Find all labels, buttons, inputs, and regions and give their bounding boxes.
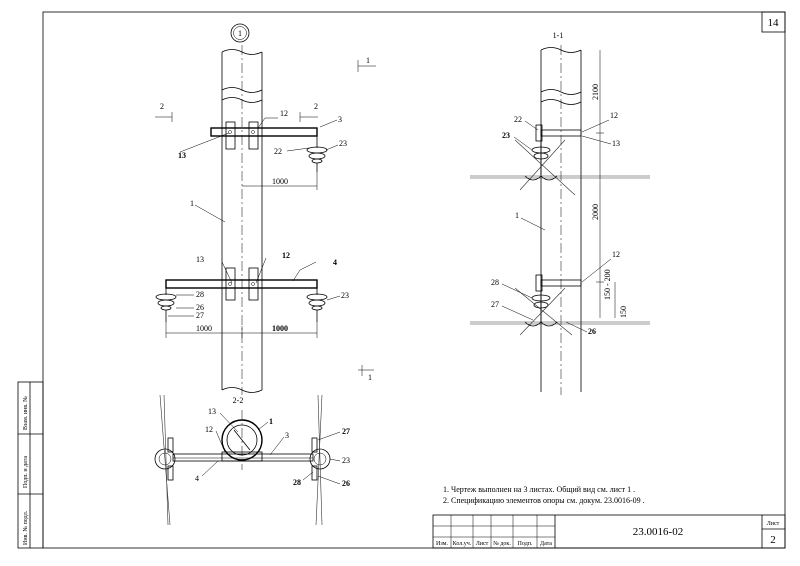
callout-27-side: 27 [491,300,499,309]
front-view: 1 1000 2 2 1 12 [155,23,376,395]
cut-label-1-bot: 1 [368,373,372,382]
tb-code: 23.0016-02 [633,526,683,538]
dim-150: 150 [619,306,628,318]
cut-label-2-left: 2 [160,102,164,111]
callout-3: 3 [338,115,342,124]
side-stamp-inv-orig: Инв. № подл. [23,510,29,545]
callout-1-front: 1 [190,199,194,208]
callout-12-bot: 12 [282,251,290,260]
dim-1000-left: 1000 [196,324,212,333]
callout-28-side: 28 [491,278,499,287]
tb-col-list: Лист [476,541,489,547]
note-1: 1. Чертеж выполнен на 3 листах. Общий ви… [443,485,635,494]
callout-12-side-bot: 12 [612,250,620,259]
callout-22-side: 22 [514,115,522,124]
callout-13-plan: 13 [208,407,216,416]
callout-12-plan: 12 [205,425,213,434]
callout-27-plan: 27 [342,427,350,436]
callout-26-side: 26 [588,327,596,336]
callout-23-plan: 23 [342,456,350,465]
title-block: Изм. Кол.уч. Лист № док. Подп. Дата 23.0… [432,514,786,549]
sheet-number-top: 14 [768,17,780,29]
dim-1000-top: 1000 [272,177,288,186]
callout-22-top: 22 [274,147,282,156]
sheet-number-box [761,11,786,33]
callout-3-plan: 3 [285,431,289,440]
tb-col-date: Дата [540,541,552,547]
callout-1-plan: 1 [269,417,273,426]
tb-col-kol: Кол.уч. [453,541,472,547]
outer-frame [42,11,786,549]
dim-1000-right: 1000 [272,324,288,333]
callout-12-side-top: 12 [610,111,618,120]
dim-150-200: 150 - 200 [603,269,612,300]
callout-23-side: 23 [502,131,510,140]
callout-28-plan: 28 [293,478,301,487]
callout-26-front: 26 [196,303,204,312]
tb-col-sign: Подп. [518,541,533,547]
section-1-1-title: 1-1 [553,31,564,40]
side-stamp: Взам. инв. № Подп. и дата Инв. № подл. [17,381,44,549]
section-2-2: 2-2 13 1 12 3 4 27 23 28 [154,394,350,526]
callout-13-top: 13 [178,151,186,160]
cut-label-2-right: 2 [314,102,318,111]
cut-label-1-top: 1 [366,56,370,65]
view-marker: 1 [238,29,242,38]
callout-27-front: 27 [196,311,204,320]
tb-sheet-num: 2 [770,534,776,546]
tb-sheet-label: Лист [767,521,780,527]
dim-2100: 2100 [591,84,600,100]
dim-2000: 2000 [591,204,600,220]
section-2-2-title: 2-2 [233,396,244,405]
callout-28-front: 28 [196,290,204,299]
callout-23-top: 23 [339,139,347,148]
side-stamp-inv-subst: Взам. инв. № [23,396,29,430]
callout-1-side: 1 [515,211,519,220]
callout-4-plan: 4 [195,474,199,483]
note-2: 2. Спецификацию элементов опоры см. доку… [443,496,645,505]
side-stamp-sign-date: Подп. и дата [23,456,29,488]
callout-4: 4 [333,258,337,267]
callout-13-side: 13 [612,139,620,148]
callout-13-bot: 13 [196,255,204,264]
tb-col-doc: № док. [493,541,511,547]
tb-col-izm: Изм. [436,541,448,547]
callout-23-front-bot: 23 [341,291,349,300]
callout-26-plan: 26 [342,479,350,488]
section-1-1: 1-1 22 23 12 13 1 2100 2000 15 [470,31,650,395]
callout-12-top: 12 [280,109,288,118]
